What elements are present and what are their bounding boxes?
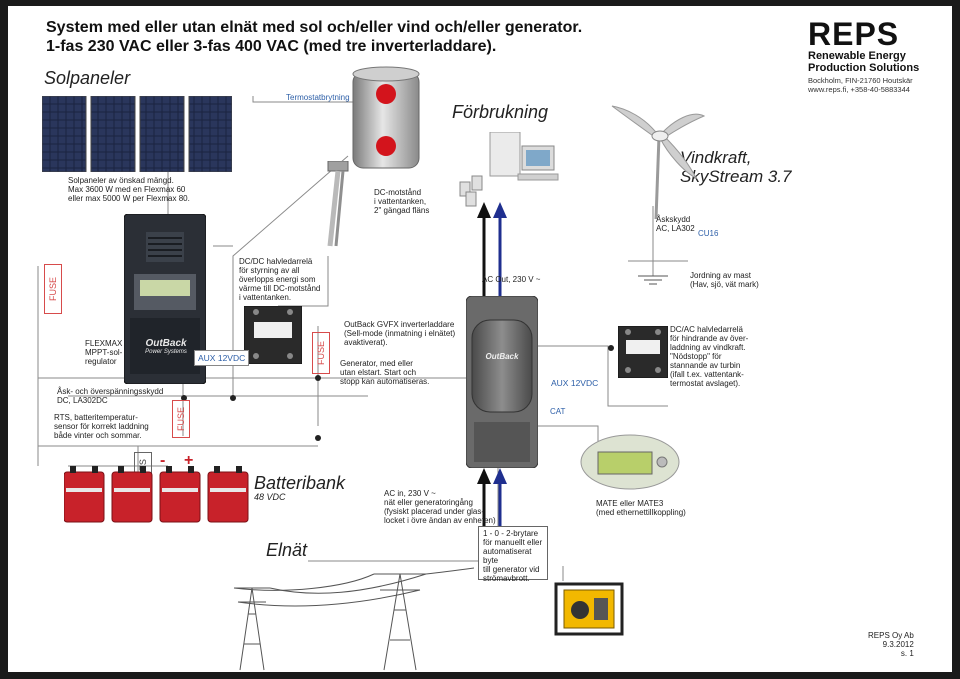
label-rts: RTS, batteritemperatur- sensor för korre… bbox=[54, 413, 149, 440]
logo-sub-2: Production Solutions bbox=[808, 62, 920, 75]
dcac-relay-icon bbox=[618, 326, 668, 378]
battery-plus: + bbox=[184, 452, 194, 469]
label-cat: CAT bbox=[550, 407, 566, 416]
label-askskydd-ac: Åskskydd AC, LA302 bbox=[656, 215, 695, 233]
page-title: System med eller utan elnät med sol och/… bbox=[46, 18, 582, 56]
heading-forbrukning: Förbrukning bbox=[452, 102, 549, 122]
reps-logo: REPS Renewable Energy Production Solutio… bbox=[808, 18, 948, 94]
solar-description: Solpaneler av önskad mängd. Max 3600 W m… bbox=[68, 176, 190, 203]
label-brytare: 1 - 0 - 2-brytare för manuellt eller aut… bbox=[483, 529, 543, 583]
dcdc-relay-icon bbox=[244, 306, 302, 364]
aux-box-1: AUX 12VDC bbox=[194, 350, 250, 366]
fuse-battery: FUSE bbox=[172, 400, 190, 438]
inverter-brand: OutBack bbox=[474, 352, 530, 361]
wire-termostat bbox=[252, 96, 363, 103]
logo-address: Bockholm, FIN-21760 Houtskär bbox=[808, 76, 913, 86]
label-dc-motstand: DC-motstånd i vattentanken, 2" gängad fl… bbox=[374, 188, 430, 215]
fuse-battery-label: FUSE bbox=[176, 406, 187, 432]
footer: REPS Oy Ab 9.3.2012 s. 1 bbox=[868, 631, 914, 658]
battery-voltage: 48 VDC bbox=[254, 492, 286, 502]
ac-out-arrows bbox=[477, 202, 507, 296]
fuse-left-label: FUSE bbox=[48, 276, 59, 302]
water-tank-icon bbox=[352, 66, 420, 169]
fuse-relay: FUSE bbox=[312, 332, 330, 374]
label-dcac-rela: DC/AC halvledarrelä för hindrande av öve… bbox=[670, 325, 749, 388]
inverter-brand-name: OutBack bbox=[485, 352, 519, 361]
label-mate: MATE eller MATE3 (med ethernettillkoppli… bbox=[596, 499, 686, 517]
generator-icon bbox=[554, 582, 624, 636]
aux-label-1: AUX 12VDC bbox=[198, 353, 246, 363]
title-line-2: 1-fas 230 VAC eller 3-fas 400 VAC (med t… bbox=[46, 38, 497, 56]
mate-display-icon bbox=[580, 434, 680, 490]
label-jordning: Jordning av mast (Hav, sjö, vät mark) bbox=[690, 271, 759, 289]
label-ac-out: AC Out, 230 V ~ bbox=[482, 275, 541, 284]
computer-load-icon bbox=[459, 132, 559, 207]
ground-symbol bbox=[638, 275, 668, 285]
inverter-icon bbox=[466, 296, 538, 468]
flexmax-brand-sub: Power Systems bbox=[145, 349, 187, 355]
label-generator-note: Generator, med eller utan elstart. Start… bbox=[340, 359, 430, 386]
transfer-switch-box: 1 - 0 - 2-brytare för manuellt eller aut… bbox=[478, 526, 548, 583]
battery-bank-icon bbox=[64, 466, 249, 523]
label-flexmax: FLEXMAX MPPT-sol- regulator bbox=[85, 339, 123, 366]
aux-box-2: AUX 12VDC bbox=[548, 376, 602, 390]
solar-panels-icon bbox=[42, 96, 232, 172]
power-lines-icon bbox=[233, 567, 474, 671]
label-ac-in: AC in, 230 V ~ nät eller generatoringång… bbox=[384, 489, 496, 525]
diagram-frame: System med eller utan elnät med sol och/… bbox=[8, 6, 952, 672]
flexmax-controller-icon bbox=[124, 214, 206, 384]
wind-turbine-icon bbox=[611, 105, 706, 219]
heading-batteribank: Batteribank bbox=[254, 473, 346, 493]
flexmax-brand-name: OutBack bbox=[145, 338, 187, 349]
label-termostat: Termostatbrytning bbox=[286, 93, 350, 102]
label-ask-skydd-dc: Åsk- och överspänningsskydd DC, LA302DC bbox=[57, 387, 164, 405]
battery-minus: - bbox=[160, 452, 166, 469]
heading-solpaneler: Solpaneler bbox=[44, 68, 131, 88]
heading-elnat: Elnät bbox=[266, 540, 308, 560]
title-line-1: System med eller utan elnät med sol och/… bbox=[46, 19, 583, 36]
flexmax-brand: OutBack Power Systems bbox=[132, 338, 200, 355]
heading-vindkraft: Vindkraft, SkyStream 3.7 bbox=[680, 148, 792, 187]
logo-name: REPS bbox=[808, 16, 900, 52]
label-cu16: CU16 bbox=[698, 229, 719, 238]
label-dcdc-rela: DC/DC halvledarrelä för styrning av all … bbox=[239, 257, 321, 302]
logo-contact: www.reps.fi, +358-40-5883344 bbox=[808, 85, 910, 95]
label-outback-gvfx: OutBack GVFX inverterladdare (Sell-mode … bbox=[344, 320, 456, 347]
fuse-left: FUSE bbox=[44, 264, 62, 314]
fuse-relay-label: FUSE bbox=[316, 340, 327, 366]
heating-element-icon bbox=[327, 161, 349, 247]
aux-label-2: AUX 12VDC bbox=[551, 378, 599, 388]
logo-sub-1: Renewable Energy bbox=[808, 50, 906, 62]
